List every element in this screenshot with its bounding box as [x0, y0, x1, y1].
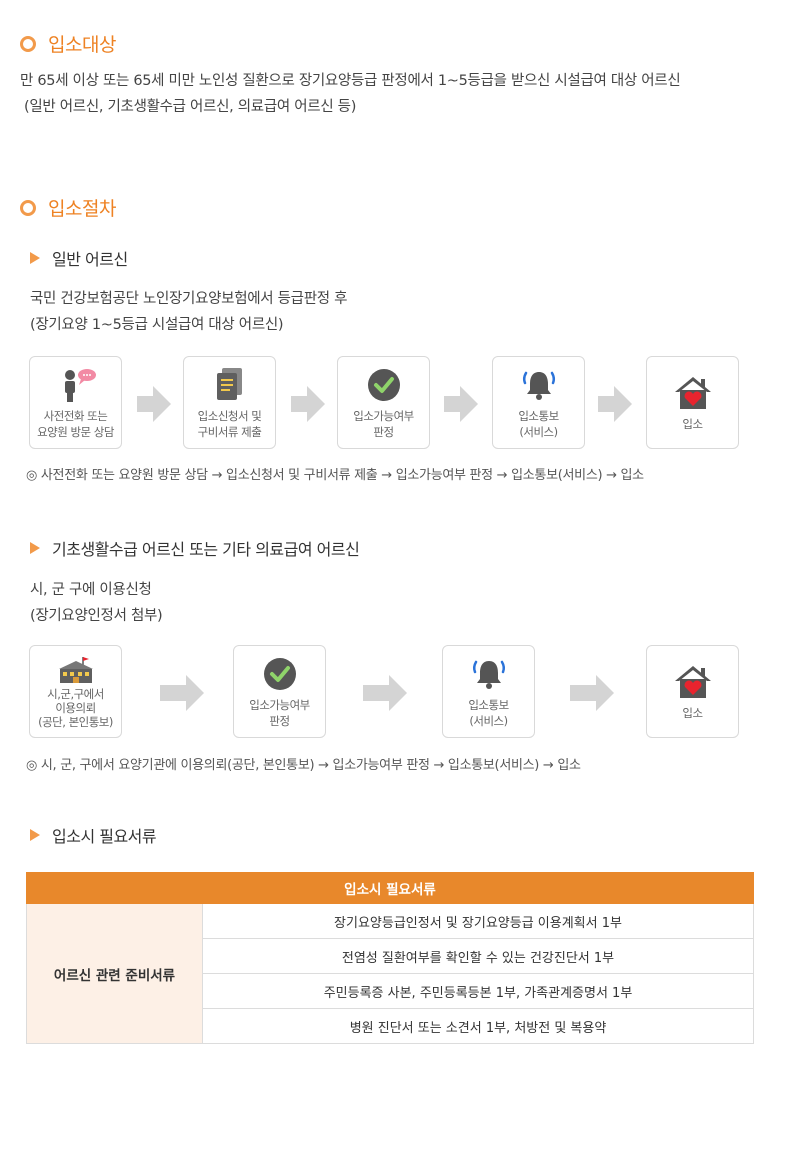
arrow-right-icon — [570, 675, 614, 711]
step-label: 입소 — [682, 705, 703, 720]
table-row: 어르신 관련 준비서류 장기요양등급인정서 및 장기요양등급 이용계획서 1부 — [26, 903, 754, 1044]
step-label: 사전전화 또는 요양원 방문 상담 — [37, 408, 114, 439]
arrow-right-icon — [444, 386, 478, 422]
step-label: 입소가능여부 판정 — [249, 697, 310, 728]
basic-desc-line-1: 시, 군 구에 이용신청 — [30, 582, 152, 598]
table-header-row: 입소시 필요서류 — [26, 872, 754, 904]
step-label: 입소신청서 및 구비서류 제출 — [197, 408, 262, 439]
documents-icon — [213, 366, 247, 404]
triangle-bullet-icon — [30, 829, 40, 841]
section-title: 입소절차 — [48, 198, 116, 220]
step-label: 입소가능여부 판정 — [353, 408, 414, 439]
circle-bullet-icon — [20, 35, 36, 52]
step-admission: 입소 — [646, 356, 739, 449]
table-header: 입소시 필요서류 — [26, 872, 754, 904]
person-speech-icon — [54, 366, 98, 404]
step-admission: 입소 — [646, 645, 739, 738]
arrow-right-icon — [598, 386, 632, 422]
house-heart-icon — [673, 663, 713, 701]
check-circle-icon — [263, 655, 297, 693]
arrow-right-icon — [160, 675, 204, 711]
step-label: 입소 — [682, 416, 703, 431]
subheading-required-documents: 입소시 필요서류 — [30, 823, 157, 847]
required-documents-table: 입소시 필요서류 어르신 관련 준비서류 장기요양등급인정서 및 장기요양등급 … — [26, 872, 754, 1044]
step-eligibility: 입소가능여부 판정 — [337, 356, 430, 449]
check-circle-icon — [367, 366, 401, 404]
government-building-icon — [55, 655, 97, 685]
document-item: 주민등록증 사본, 주민등록등본 1부, 가족관계증명서 1부 — [202, 973, 754, 1009]
triangle-bullet-icon — [30, 542, 40, 554]
admission-target-text: 만 65세 이상 또는 65세 미만 노인성 질환으로 장기요양등급 판정에서 … — [20, 68, 681, 120]
document-item: 전염성 질환여부를 확인할 수 있는 건강진단서 1부 — [202, 938, 754, 974]
step-notification: 입소통보 (서비스) — [492, 356, 585, 449]
basic-desc-line-2: (장기요양인정서 첨부) — [30, 608, 163, 624]
triangle-bullet-icon — [30, 252, 40, 264]
general-flow-note: ◎ 사전전화 또는 요양원 방문 상담 → 입소신청서 및 구비서류 제출 → … — [26, 468, 644, 483]
circle-bullet-icon — [20, 199, 36, 216]
arrow-right-icon — [363, 675, 407, 711]
bell-icon — [520, 366, 558, 404]
general-description: 국민 건강보험공단 노인장기요양보험에서 등급판정 후 (장기요양 1~5등급 … — [30, 286, 347, 338]
section-title: 입소대상 — [48, 34, 116, 56]
subheading-general: 일반 어르신 — [30, 246, 128, 270]
step-label: 입소통보 (서비스) — [518, 408, 559, 439]
section-heading-admission-procedure: 입소절차 — [20, 194, 116, 221]
basic-flow-note: ◎ 시, 군, 구에서 요양기관에 이용의뢰(공단, 본인통보) → 입소가능여… — [26, 758, 581, 773]
subheading-text: 기초생활수급 어르신 또는 기타 의료급여 어르신 — [52, 540, 360, 559]
basic-description: 시, 군 구에 이용신청 (장기요양인정서 첨부) — [30, 577, 163, 629]
table-row: 병원 진단서 또는 소견서 1부, 처방전 및 복용약 — [27, 1008, 754, 1044]
subheading-text: 입소시 필요서류 — [52, 827, 157, 846]
house-heart-icon — [673, 374, 713, 412]
document-item: 병원 진단서 또는 소견서 1부, 처방전 및 복용약 — [202, 1008, 754, 1044]
section-heading-admission-target: 입소대상 — [20, 30, 116, 57]
target-line-2: (일반 어르신, 기초생활수급 어르신, 의료급여 어르신 등) — [24, 99, 357, 115]
document-category: 어르신 관련 준비서류 — [26, 903, 203, 1044]
target-line-1: 만 65세 이상 또는 65세 미만 노인성 질환으로 장기요양등급 판정에서 … — [20, 73, 681, 89]
step-city-referral: 시,군,구에서 이용의뢰 (공단, 본인통보) — [29, 645, 122, 738]
step-label: 시,군,구에서 이용의뢰 (공단, 본인통보) — [38, 686, 113, 729]
step-eligibility: 입소가능여부 판정 — [233, 645, 326, 738]
step-application: 입소신청서 및 구비서류 제출 — [183, 356, 276, 449]
subheading-text: 일반 어르신 — [52, 250, 128, 269]
step-notification: 입소통보 (서비스) — [442, 645, 535, 738]
general-desc-line-2: (장기요양 1~5등급 시설급여 대상 어르신) — [30, 317, 284, 333]
arrow-right-icon — [291, 386, 325, 422]
document-item: 장기요양등급인정서 및 장기요양등급 이용계획서 1부 — [202, 903, 754, 939]
step-consultation: 사전전화 또는 요양원 방문 상담 — [29, 356, 122, 449]
subheading-basic-livelihood: 기초생활수급 어르신 또는 기타 의료급여 어르신 — [30, 536, 360, 560]
bell-icon — [470, 655, 508, 693]
arrow-right-icon — [137, 386, 171, 422]
general-desc-line-1: 국민 건강보험공단 노인장기요양보험에서 등급판정 후 — [30, 291, 348, 307]
step-label: 입소통보 (서비스) — [468, 697, 509, 728]
